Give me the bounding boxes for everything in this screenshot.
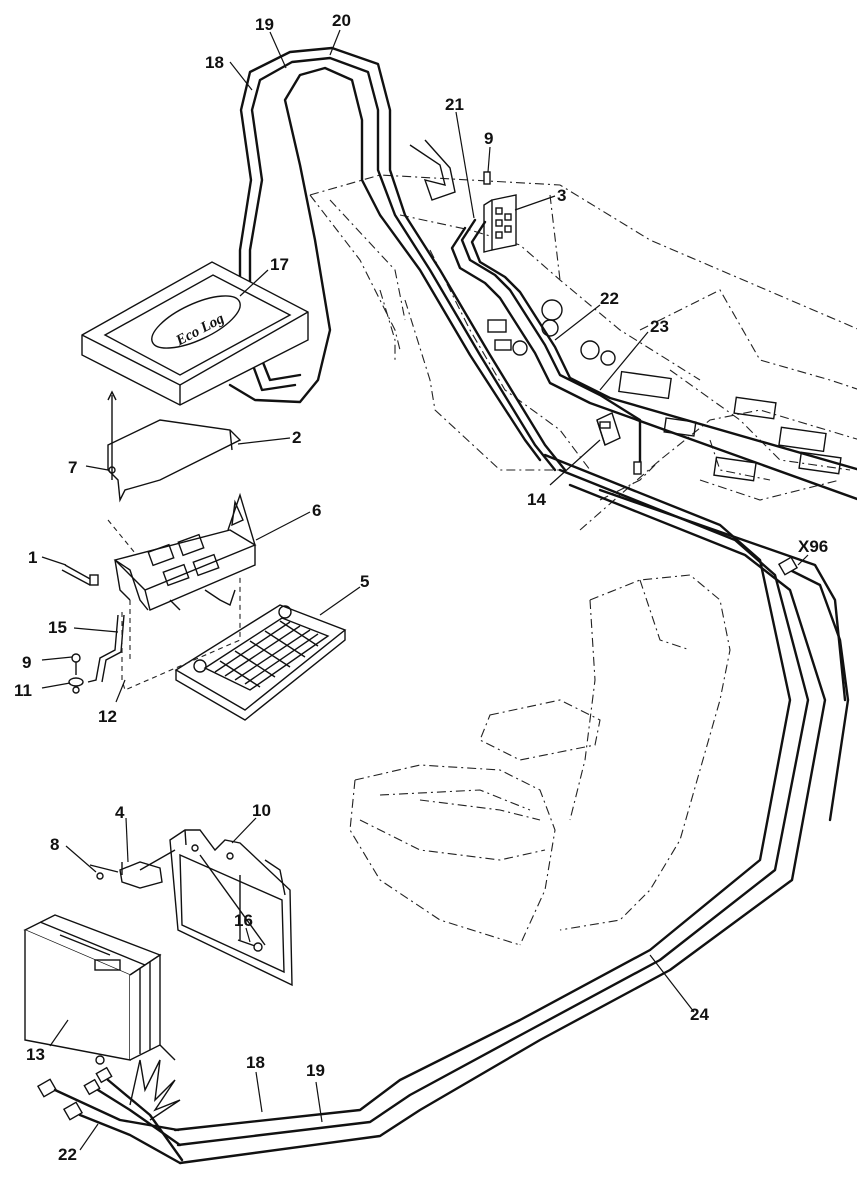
label-15: 15 <box>48 618 67 637</box>
label-11: 11 <box>14 681 32 700</box>
label-18-top: 18 <box>205 53 224 72</box>
x96-connector <box>777 556 799 576</box>
label-23: 23 <box>650 317 669 336</box>
callout-labels: 19 20 18 21 9 3 22 23 17 2 7 14 6 X96 1 … <box>14 11 828 1164</box>
label-5: 5 <box>360 572 369 591</box>
screw-16 <box>237 939 263 952</box>
label-17: 17 <box>270 255 289 274</box>
label-6: 6 <box>312 501 321 520</box>
label-19-top: 19 <box>255 15 274 34</box>
label-16: 16 <box>234 911 253 930</box>
operator-seat <box>349 574 731 946</box>
label-22-bottom: 22 <box>58 1145 77 1164</box>
bolt-1 <box>61 564 99 586</box>
label-9-bottom: 9 <box>22 653 31 672</box>
label-19-bottom: 19 <box>306 1061 325 1080</box>
cable-24-run <box>173 453 850 1165</box>
leader-lines <box>41 29 809 1151</box>
mounting-plate-10 <box>169 829 293 987</box>
label-x96: X96 <box>798 537 828 556</box>
bracket-15 <box>87 575 241 691</box>
label-1: 1 <box>28 548 37 567</box>
label-18-bottom: 18 <box>246 1053 265 1072</box>
label-13: 13 <box>26 1045 45 1064</box>
install-arrow <box>409 139 456 201</box>
label-4: 4 <box>115 803 125 822</box>
bolt-9-washer-11 <box>68 653 84 694</box>
label-7: 7 <box>68 458 77 477</box>
label-14: 14 <box>527 490 546 509</box>
label-24: 24 <box>690 1005 709 1024</box>
bracket-6 <box>107 492 257 611</box>
harness-connectors <box>36 1059 184 1165</box>
keyboard-key-grid <box>214 620 319 688</box>
screw-9-top <box>483 171 491 185</box>
dashboard-controls <box>487 299 842 482</box>
relay-14 <box>596 412 642 475</box>
label-9-top: 9 <box>484 129 493 148</box>
display-unit-17: Eco Log <box>81 261 309 406</box>
computer-unit-13 <box>23 914 176 1065</box>
bracket-2 <box>107 390 242 503</box>
label-2: 2 <box>292 428 301 447</box>
label-12: 12 <box>98 707 117 726</box>
keyboard-5 <box>174 604 347 721</box>
label-8: 8 <box>50 835 59 854</box>
label-21: 21 <box>445 95 464 114</box>
label-10: 10 <box>252 801 271 820</box>
cab-outline <box>309 174 857 531</box>
control-unit-3 <box>483 194 517 253</box>
label-3: 3 <box>557 186 566 205</box>
label-20: 20 <box>332 11 351 30</box>
label-22-top: 22 <box>600 289 619 308</box>
bracket-4 <box>89 849 176 889</box>
cables-21-22-23 <box>450 218 857 501</box>
